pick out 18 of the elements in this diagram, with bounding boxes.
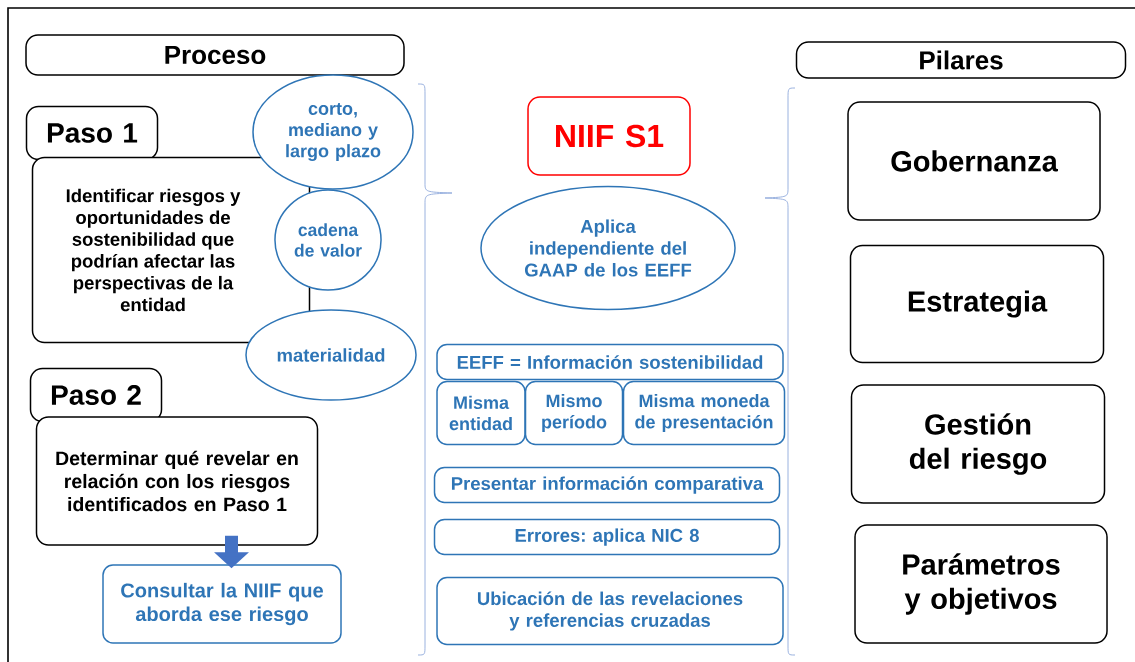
pillar-box: Gestión del riesgo [850,384,1106,504]
heading-box: Proceso [25,34,405,76]
pillar-box: Parámetros y objetivos [854,524,1108,644]
standard-box: NIIF S1 [527,96,691,176]
requirement-box: Misma entidad [436,380,526,446]
requirement-box: Misma moneda de presentación [622,380,786,446]
heading-box: Pilares [795,41,1127,79]
step-tab: Paso 2 [29,367,163,423]
pillar-box: Gobernanza [847,101,1101,221]
requirement-box: Errores: aplica NIC 8 [433,518,781,556]
requirement-box: Mismo período [524,380,624,446]
requirement-box: Ubicación de las revelaciones y referencias cruzadas [436,576,784,646]
requirement-box: EEFF = Información sostenibilidad [436,343,784,381]
result-box: Consultar la NIIF que aborda ese riesgo [102,564,342,644]
step-tab: Paso 1 [25,105,159,161]
process-box: Determinar qué revelar en relación con los riesgos identificados en Paso 1 [35,416,319,546]
pillar-box: Estrategia [849,244,1105,364]
requirement-box: Presentar información comparativa [433,466,781,504]
